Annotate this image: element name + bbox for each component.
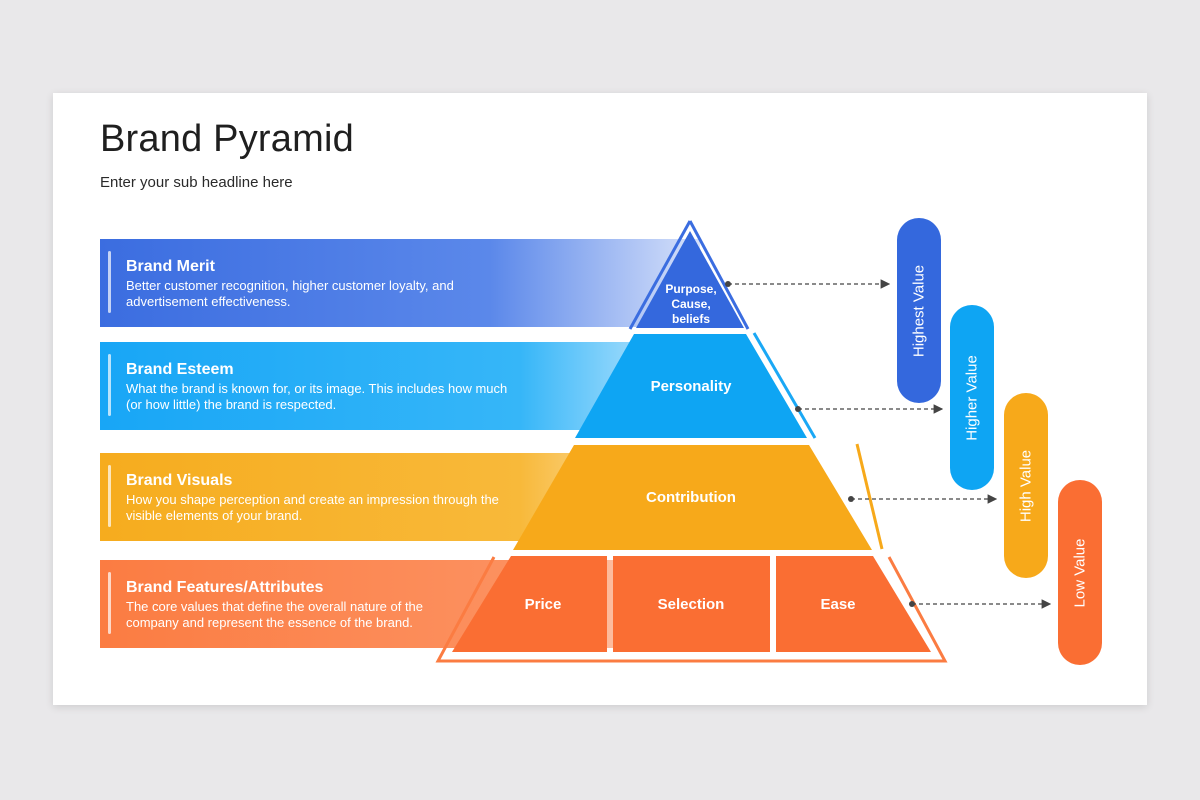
band-description: How you shape perception and create an i… — [126, 492, 546, 524]
value-pill-label: Low Value — [1071, 538, 1089, 607]
band-accent-bar — [108, 465, 111, 527]
band-description-line: visible elements of your brand. — [126, 508, 303, 523]
connector-arrows — [725, 279, 1052, 609]
pyramid-base-ease — [776, 556, 931, 652]
band-description-line: company and represent the essence of the… — [126, 615, 413, 630]
band-description-line: What the brand is known for, or its imag… — [126, 381, 508, 396]
pyramid-label-contribution: Contribution — [646, 489, 736, 506]
value-pill-higher: Higher Value — [950, 305, 994, 490]
pyramid-label-selection: Selection — [658, 596, 725, 613]
pyramid-label-personality: Personality — [651, 378, 733, 395]
band-title: Brand Merit — [126, 258, 215, 275]
pyramid-outline-spacer — [865, 444, 879, 550]
pyramid-top-label-line: Cause, — [671, 297, 710, 311]
band-accent-bar — [108, 354, 111, 416]
pyramid-outline-top-left — [628, 220, 692, 330]
pyramid-tier-personality — [575, 334, 807, 438]
pyramid-top-label-line: beliefs — [672, 312, 710, 326]
pyramid-label-ease: Ease — [820, 596, 855, 613]
band-brand-merit: Brand Merit Better customer recognition,… — [100, 239, 700, 327]
band-title: Brand Visuals — [126, 472, 233, 489]
band-title: Brand Features/Attributes — [126, 579, 324, 596]
pyramid-outline-top — [688, 220, 750, 330]
band-description: Better customer recognition, higher cust… — [126, 278, 546, 310]
page-subtitle: Enter your sub headline here — [100, 174, 293, 191]
pyramid-outline-level2 — [752, 332, 817, 439]
band-accent-bar — [108, 251, 111, 313]
value-pill-high: High Value — [1004, 393, 1048, 578]
band-accent-bar — [108, 572, 111, 634]
pyramid-outline-base — [435, 556, 948, 663]
pyramid-top-tier — [636, 231, 744, 328]
band-title: Brand Esteem — [126, 361, 234, 378]
pyramid-label-price: Price — [525, 596, 562, 613]
band-description-line: How you shape perception and create an i… — [126, 492, 499, 507]
band-description-line: advertisement effectiveness. — [126, 294, 291, 309]
pyramid-base-price — [452, 556, 607, 652]
band-description: What the brand is known for, or its imag… — [126, 381, 546, 413]
pyramid-tier-contribution — [513, 445, 872, 550]
band-description-line: The core values that define the overall … — [126, 599, 424, 614]
value-pill-label: Higher Value — [963, 354, 981, 441]
value-pill-highest: Highest Value — [897, 218, 941, 403]
value-pill-low: Low Value — [1058, 480, 1102, 665]
value-pill-label: Highest Value — [910, 264, 928, 357]
band-description-line: Better customer recognition, higher cust… — [126, 278, 454, 293]
pyramid-base-selection — [613, 556, 770, 652]
page-title: Brand Pyramid — [100, 118, 354, 160]
pyramid-outline-level3 — [855, 443, 884, 550]
band-description-line: (or how little) the brand is respected. — [126, 397, 337, 412]
pyramid-top-label-line: Purpose, — [665, 282, 716, 296]
value-pill-label: High Value — [1017, 449, 1035, 522]
band-description: The core values that define the overall … — [126, 599, 546, 631]
